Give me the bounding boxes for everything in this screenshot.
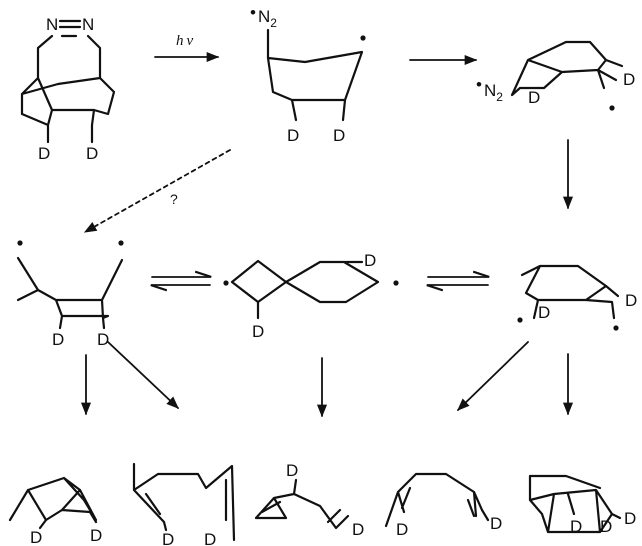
product-diene-4: D D xyxy=(384,472,502,539)
d-label: D xyxy=(364,251,376,270)
d-label: D xyxy=(204,530,216,546)
diazene-bicycle: N N D D xyxy=(20,15,116,163)
d-label: D xyxy=(396,520,408,539)
photolysis-label: h v xyxy=(176,33,194,49)
d-label: D xyxy=(624,509,636,528)
d-label: D xyxy=(52,330,64,349)
d-label: D xyxy=(38,144,50,163)
d-label: D xyxy=(90,526,102,545)
radical-dot xyxy=(517,317,523,323)
d-label: D xyxy=(252,322,264,341)
d-label: D xyxy=(600,517,612,536)
d-label: D xyxy=(30,528,42,546)
d-label: D xyxy=(570,517,582,536)
product-cyclodiene: D D xyxy=(132,462,236,546)
radical-dot xyxy=(118,240,124,246)
d-label: D xyxy=(287,126,299,145)
d-label: D xyxy=(286,461,298,480)
n2-label: N2 xyxy=(258,7,277,30)
diazenyl-radical: N2 • D D xyxy=(250,3,366,145)
radical-dot xyxy=(609,105,615,111)
twist-diradical: D D xyxy=(223,251,399,341)
chair-diradical: D D xyxy=(517,264,637,331)
radical-dot xyxy=(17,240,23,246)
radical-dot: • xyxy=(476,75,482,94)
n-atom-left: N xyxy=(46,15,58,34)
d-label: D xyxy=(97,330,109,349)
radical-dot xyxy=(223,280,229,286)
d-label: D xyxy=(333,126,345,145)
radical-dot xyxy=(613,325,619,331)
d-label: D xyxy=(538,303,550,322)
d-label: D xyxy=(86,144,98,163)
n-atom-right: N xyxy=(82,15,94,34)
boat-diradical: D D xyxy=(16,240,124,349)
d-label: D xyxy=(528,88,540,107)
equilibrium-arrows-left xyxy=(152,277,210,285)
d-label: D xyxy=(352,520,364,539)
product-bicyclohexane: D D xyxy=(8,476,102,546)
reaction-arrow xyxy=(457,341,529,411)
diazenyl-chair-radical: N2 • D D xyxy=(476,40,635,111)
product-bicyclohexane-5: D D D xyxy=(528,474,636,536)
reaction-arrow xyxy=(107,341,179,409)
radical-dot xyxy=(360,35,366,41)
photolysis-arrow: h v xyxy=(154,33,220,63)
radical-dot: • xyxy=(250,3,256,22)
n2-label: N2 xyxy=(484,81,503,104)
product-diene-3: D D xyxy=(254,461,364,539)
uncertain-pathway-arrow: ? xyxy=(83,149,231,233)
question-mark: ? xyxy=(170,191,178,207)
d-label: D xyxy=(623,70,635,89)
d-label: D xyxy=(490,514,502,533)
d-label: D xyxy=(625,291,637,310)
radical-dot xyxy=(393,280,399,286)
equilibrium-arrows-right xyxy=(428,277,488,285)
d-label: D xyxy=(162,530,174,546)
